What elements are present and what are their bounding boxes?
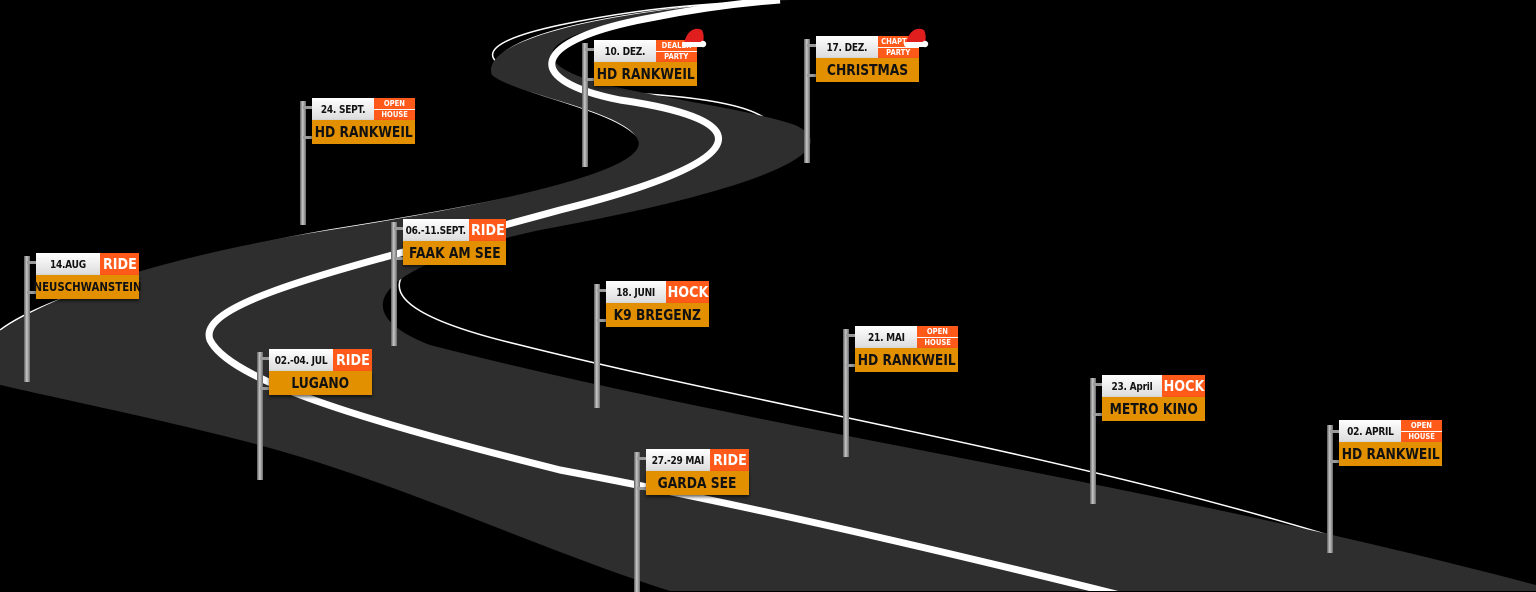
sign-location: NEUSCHWANSTEIN xyxy=(34,275,142,299)
sign-bracket xyxy=(394,227,404,230)
santa-hat-icon xyxy=(904,28,929,48)
sign-bracket xyxy=(597,319,607,322)
sign-pole xyxy=(843,329,849,457)
sign-bracket xyxy=(260,387,270,390)
sign-tag: RIDE xyxy=(710,449,749,471)
sign-bracket xyxy=(1330,430,1340,433)
sign-tag: RIDE xyxy=(469,219,506,241)
sign-tag: HOCK xyxy=(1162,375,1205,397)
sign-tag: RIDE xyxy=(333,349,372,371)
sign-location: HD RANKWEIL xyxy=(855,348,958,372)
sign-bracket xyxy=(807,74,817,77)
sign-pole xyxy=(1327,425,1333,553)
sign-location: HD RANKWEIL xyxy=(594,62,697,86)
sign-bracket xyxy=(27,261,37,264)
sign-bracket xyxy=(303,106,313,109)
sign-tag: OPEN HOUSE xyxy=(374,98,415,120)
sign-date: 24. SEPT. xyxy=(312,98,374,120)
santa-hat-icon xyxy=(682,28,707,48)
sign-pole xyxy=(257,352,263,480)
sign-bracket xyxy=(1093,383,1103,386)
sign-bracket xyxy=(637,487,647,490)
sign-date: 02.-04. JUL xyxy=(269,349,333,371)
sign-date: 27.-29 MAI xyxy=(646,449,710,471)
sign-bracket xyxy=(637,457,647,460)
sign-pole xyxy=(391,222,397,346)
sign-bracket xyxy=(1093,413,1103,416)
sign-location: FAAK AM SEE xyxy=(403,241,506,265)
sign-location: METRO KINO xyxy=(1102,397,1205,421)
sign-bracket xyxy=(303,136,313,139)
sign-date: 21. MAI xyxy=(855,326,917,348)
sign-tag: OPEN HOUSE xyxy=(1401,420,1442,442)
sign-bracket xyxy=(27,291,37,294)
sign-bracket xyxy=(597,289,607,292)
sign-pole xyxy=(634,452,640,592)
sign-date: 18. JUNI xyxy=(606,281,666,303)
sign-date: 23. April xyxy=(1102,375,1162,397)
sign-location: GARDA SEE xyxy=(646,471,749,495)
sign-bracket xyxy=(260,357,270,360)
sign-date: 17. DEZ. xyxy=(816,36,878,58)
sign-bracket xyxy=(394,257,404,260)
sign-pole xyxy=(1090,378,1096,504)
sign-tag: HOCK xyxy=(666,281,709,303)
sign-date: 10. DEZ. xyxy=(594,40,656,62)
sign-bracket xyxy=(807,44,817,47)
sign-bracket xyxy=(585,78,595,81)
sign-pole xyxy=(594,284,600,408)
sign-date: 14.AUG xyxy=(36,253,100,275)
sign-bracket xyxy=(1330,460,1340,463)
sign-pole xyxy=(24,256,30,382)
sign-bracket xyxy=(846,334,856,337)
sign-pole xyxy=(300,101,306,225)
sign-location: HD RANKWEIL xyxy=(312,120,415,144)
sign-date: 02. APRIL xyxy=(1339,420,1401,442)
sign-pole xyxy=(582,43,588,167)
sign-date: 06.-11.SEPT. xyxy=(403,219,469,241)
sign-location: HD RANKWEIL xyxy=(1339,442,1442,466)
sign-bracket xyxy=(585,48,595,51)
sign-pole xyxy=(804,39,810,163)
sign-bracket xyxy=(846,364,856,367)
sign-tag: OPEN HOUSE xyxy=(917,326,958,348)
sign-tag: RIDE xyxy=(100,253,139,275)
sign-location: CHRISTMAS xyxy=(816,58,919,82)
sign-location: LUGANO xyxy=(269,371,372,395)
sign-location: K9 BREGENZ xyxy=(606,303,709,327)
